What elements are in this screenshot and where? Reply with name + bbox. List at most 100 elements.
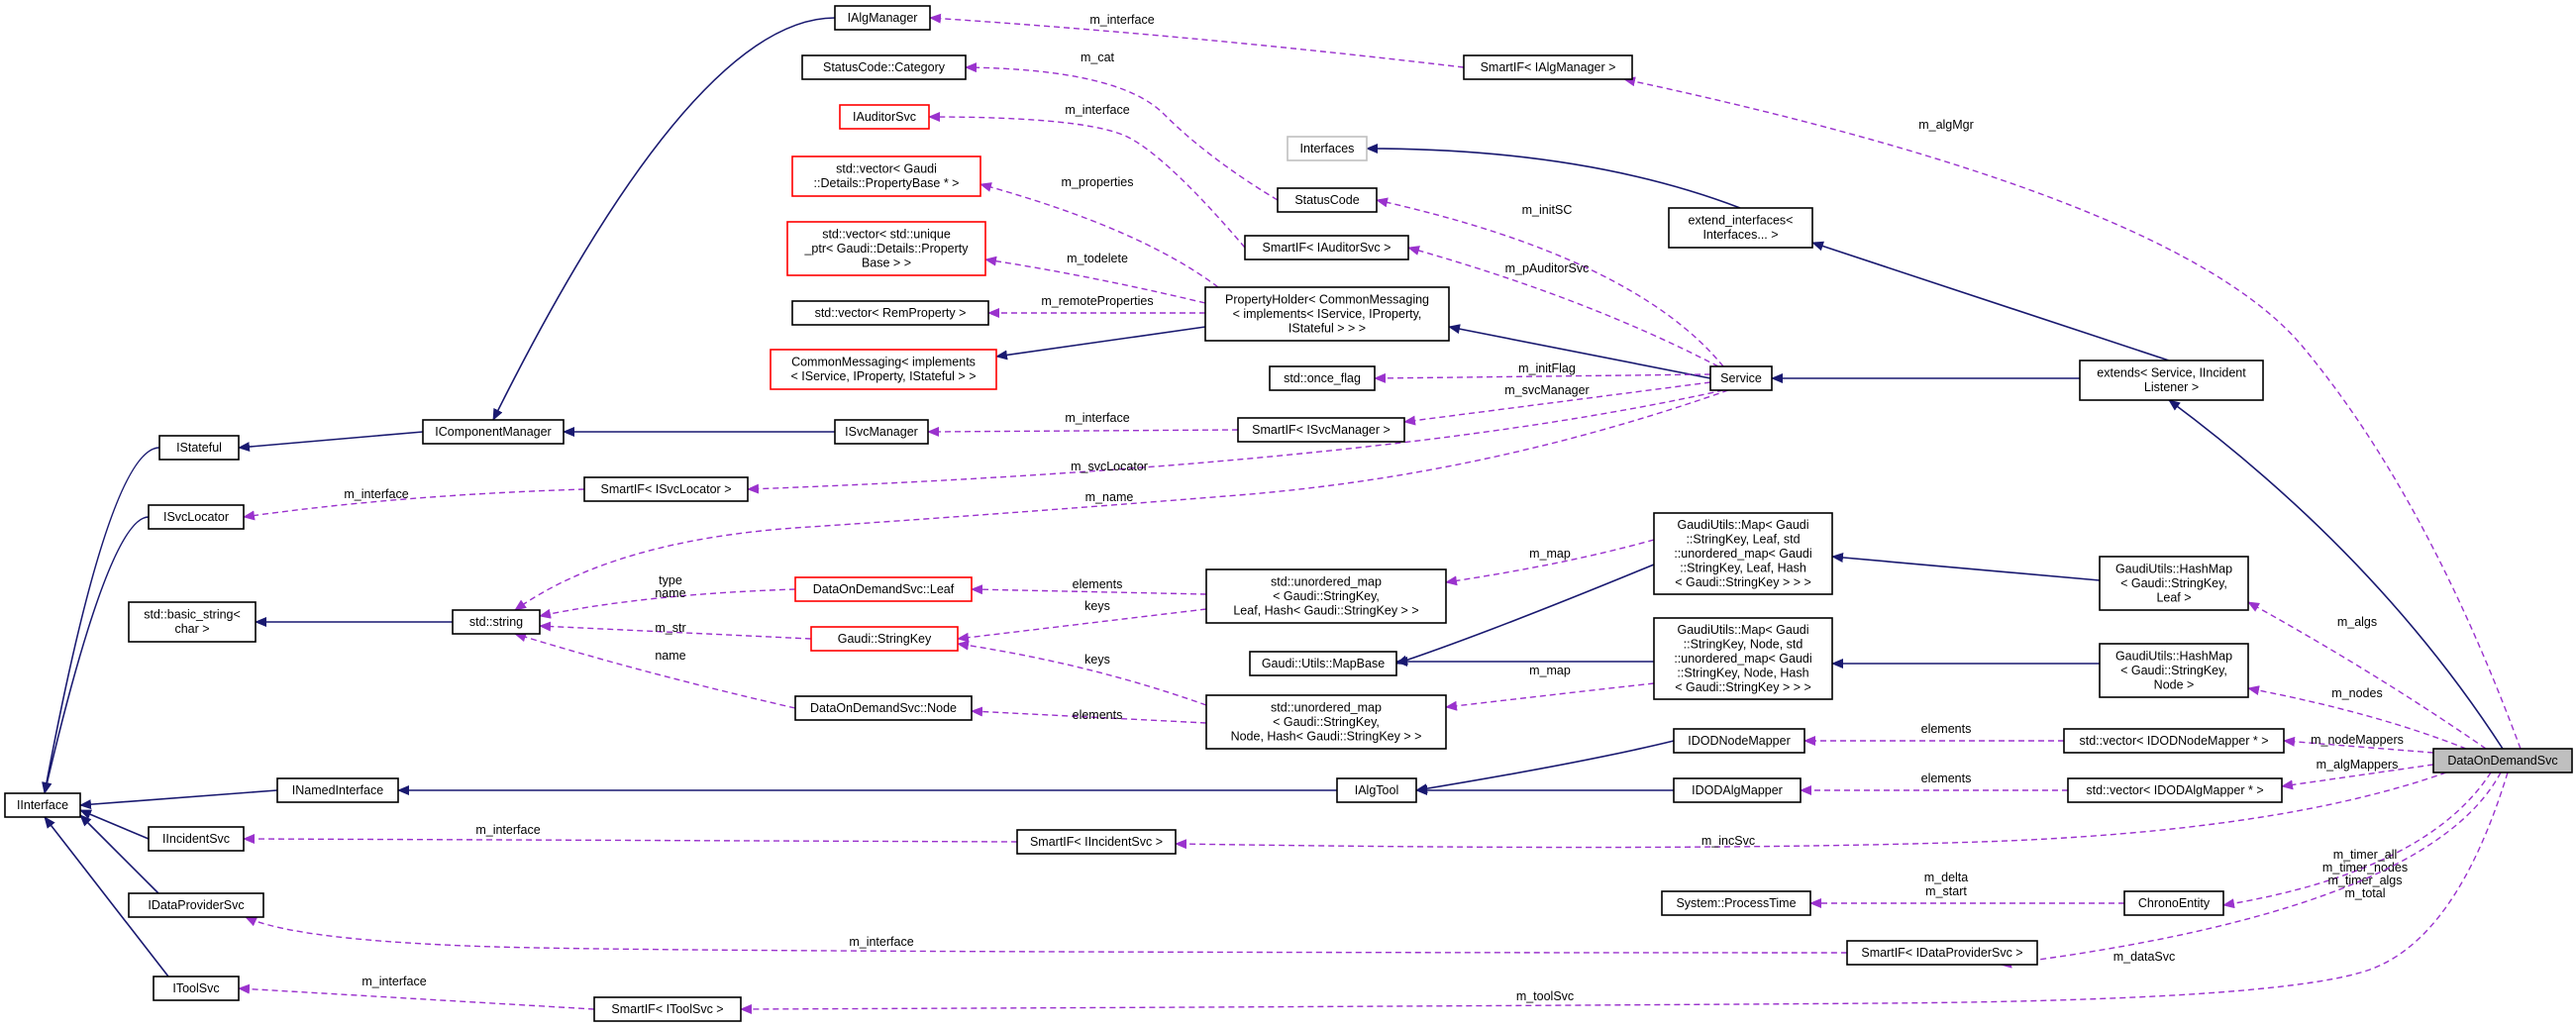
edge-line (539, 588, 796, 619)
class-name-line: IAlgTool (1355, 783, 1398, 797)
class-box (452, 609, 541, 635)
node-layer: DataOnDemandSvc IAlgManagerStatusCode::Ca… (4, 5, 2573, 1022)
edge-label: m_dataSvc (2113, 950, 2176, 964)
edge-line (1445, 682, 1655, 711)
edge-line (1403, 381, 1711, 426)
class-node-interfaces[interactable]: Interfaces (1287, 136, 1368, 161)
class-node-idata-provider-svc[interactable]: IDataProviderSvc (128, 892, 264, 918)
class-node-ialg-manager[interactable]: IAlgManager (834, 5, 931, 31)
class-node-property-holder[interactable]: PropertyHolder< CommonMessaging< impleme… (1204, 286, 1450, 342)
class-box (1653, 617, 1833, 700)
class-node-idodalg-mapper[interactable]: IDODAlgMapper (1673, 777, 1802, 803)
class-node-isvc-locator[interactable]: ISvcLocator (148, 504, 245, 530)
edge-label: m_cat (1081, 51, 1115, 64)
class-name-line: extends< Service, IIncident (2097, 366, 2246, 380)
edge-line (1445, 539, 1655, 586)
class-node-vec-idodnode-mapper[interactable]: std::vector< IDODNodeMapper * > (2063, 728, 2285, 754)
class-node-status-code[interactable]: StatusCode (1277, 187, 1378, 213)
class-node-vec-unique-ptr[interactable]: std::vector< std::unique_ptr< Gaudi::Det… (786, 221, 986, 276)
class-node-map-leaf[interactable]: GaudiUtils::Map< Gaudi::StringKey, Leaf,… (1653, 512, 1833, 595)
class-name-line: IToolSvc (172, 981, 219, 995)
class-node-iincident-svc[interactable]: IIncidentSvc (148, 826, 245, 852)
class-box (1846, 940, 2038, 966)
edge-line (245, 916, 1848, 954)
class-name-line: ::Details::PropertyBase * > (814, 176, 960, 190)
class-node-vec-rem-property[interactable]: std::vector< RemProperty > (791, 300, 989, 326)
usage-edge-map-leaf-to-unordered-map-leaf: m_map (1445, 539, 1655, 586)
class-name-line: IAuditorSvc (853, 110, 916, 124)
edge-line (44, 816, 169, 978)
inheritance-edge-istateful-to-iinterface (42, 447, 160, 794)
class-name-line: IComponentManager (435, 425, 551, 439)
edge-line (995, 326, 1206, 360)
class-node-vec-idodalg-mapper[interactable]: std::vector< IDODAlgMapper * > (2067, 777, 2283, 803)
class-node-std-string[interactable]: std::string (452, 609, 541, 635)
class-node-extend-interfaces[interactable]: extend_interfaces<Interfaces... > (1668, 207, 1813, 249)
class-box (770, 349, 997, 390)
edge-label: m_algMgr (1918, 118, 1974, 132)
class-node-isvc-manager[interactable]: ISvcManager (834, 419, 929, 445)
class-node-gaudi-string-key[interactable]: Gaudi::StringKey (810, 626, 959, 652)
class-node-idodnode-mapper[interactable]: IDODNodeMapper (1673, 728, 1805, 754)
edge-line (965, 62, 1279, 201)
class-node-hash-map-leaf[interactable]: GaudiUtils::HashMap< Gaudi::StringKey,Le… (2099, 556, 2249, 611)
class-node-inamed-interface[interactable]: INamedInterface (276, 777, 399, 803)
inheritance-edge-extend-interfaces-to-interfaces (1366, 144, 1741, 209)
class-node-std-basic-string[interactable]: std::basic_string<char > (128, 601, 257, 643)
class-node-smart-ifauditor-svc[interactable]: SmartIF< IAuditorSvc > (1244, 235, 1409, 260)
edge-label: name (655, 649, 685, 663)
class-node-common-messaging[interactable]: CommonMessaging< implements< IService, I… (770, 349, 997, 390)
usage-edge-unordered-map-leaf-to-dodleaf: elements (971, 577, 1207, 595)
class-name-line: std::basic_string< (144, 608, 241, 622)
class-node-unordered-map-node[interactable]: std::unordered_map< Gaudi::StringKey,Nod… (1205, 694, 1447, 750)
class-node-unordered-map-leaf[interactable]: std::unordered_map< Gaudi::StringKey,Lea… (1205, 568, 1447, 624)
class-node-iauditor-svc[interactable]: IAuditorSvc (839, 104, 930, 130)
class-node-iinterface[interactable]: IInterface (4, 792, 81, 818)
class-node-ialg-tool[interactable]: IAlgTool (1336, 777, 1417, 803)
class-name-line: std::vector< RemProperty > (815, 306, 967, 320)
inheritance-edge-ialg-manager-to-icomponent-manager (492, 17, 836, 421)
usage-edge-smart-ifincident-svc-to-iincident-svc: m_interface (243, 823, 1018, 845)
class-node-std-once-flag[interactable]: std::once_flag (1269, 365, 1376, 391)
class-box (2432, 748, 2573, 773)
usage-edge-smart-ifalg-manager-to-ialg-manager: m_interface (929, 13, 1465, 68)
class-node-itool-svc[interactable]: IToolSvc (153, 976, 240, 1001)
class-name-line: IAlgManager (848, 11, 918, 25)
edge-line (740, 772, 2509, 1014)
class-box (1205, 694, 1447, 750)
class-node-icomponent-manager[interactable]: IComponentManager (422, 419, 565, 445)
class-node-status-code-category[interactable]: StatusCode::Category (801, 54, 967, 80)
class-box (1277, 187, 1378, 213)
class-node-hash-map-node[interactable]: GaudiUtils::HashMap< Gaudi::StringKey,No… (2099, 643, 2249, 698)
class-node-vec-prop-base[interactable]: std::vector< Gaudi::Details::PropertyBas… (791, 155, 981, 197)
class-node-chrono-entity[interactable]: ChronoEntity (2123, 890, 2224, 916)
class-box (2123, 890, 2224, 916)
class-name-line: < Gaudi::StringKey > > > (1675, 680, 1811, 694)
class-node-map-node[interactable]: GaudiUtils::Map< Gaudi::StringKey, Node,… (1653, 617, 1833, 700)
class-node-gaudi-map-base[interactable]: Gaudi::Utils::MapBase (1249, 651, 1397, 676)
class-node-smart-ifsvc-locator[interactable]: SmartIF< ISvcLocator > (583, 476, 749, 502)
class-node-smart-ifincident-svc[interactable]: SmartIF< IIncidentSvc > (1016, 829, 1177, 855)
inheritance-edge-idata-provider-svc-to-iinterface (79, 814, 159, 894)
class-name-line: < Gaudi::StringKey, (2120, 664, 2227, 677)
edge-label: m_start (1925, 884, 1967, 898)
class-node-service[interactable]: Service (1709, 365, 1773, 391)
class-node-smart-ifsvc-manager[interactable]: SmartIF< ISvcManager > (1237, 417, 1405, 443)
class-node-smart-iftool-svc[interactable]: SmartIF< IToolSvc > (593, 996, 742, 1022)
class-node-smart-ifalg-manager[interactable]: SmartIF< IAlgManager > (1463, 54, 1633, 80)
class-node-system-process-time[interactable]: System::ProcessTime (1661, 890, 1811, 916)
edge-label: m_timer_nodes (2322, 861, 2408, 875)
class-node-smart-ifdata-provider-svc[interactable]: SmartIF< IDataProviderSvc > (1846, 940, 2038, 966)
class-node-dodleaf[interactable]: DataOnDemandSvc::Leaf (794, 576, 973, 602)
usage-edge-data-on-demand-svc-to-smart-ifdata-provider-svc: m_dataSvc (2000, 772, 2502, 969)
class-node-dodnode[interactable]: DataOnDemandSvc::Node (794, 695, 973, 721)
class-name-line: IInterface (17, 798, 68, 812)
class-node-istateful[interactable]: IStateful (158, 435, 240, 461)
class-name-line: Leaf, Hash< Gaudi::StringKey > > (1233, 603, 1418, 617)
class-box (839, 104, 930, 130)
class-node-data-on-demand-svc[interactable]: DataOnDemandSvc (2432, 748, 2573, 773)
edge-label: m_algMappers (2317, 758, 2399, 772)
usage-edge-data-on-demand-svc-to-hash-map-leaf: m_algs (2247, 601, 2487, 750)
edge-line (2222, 772, 2492, 909)
